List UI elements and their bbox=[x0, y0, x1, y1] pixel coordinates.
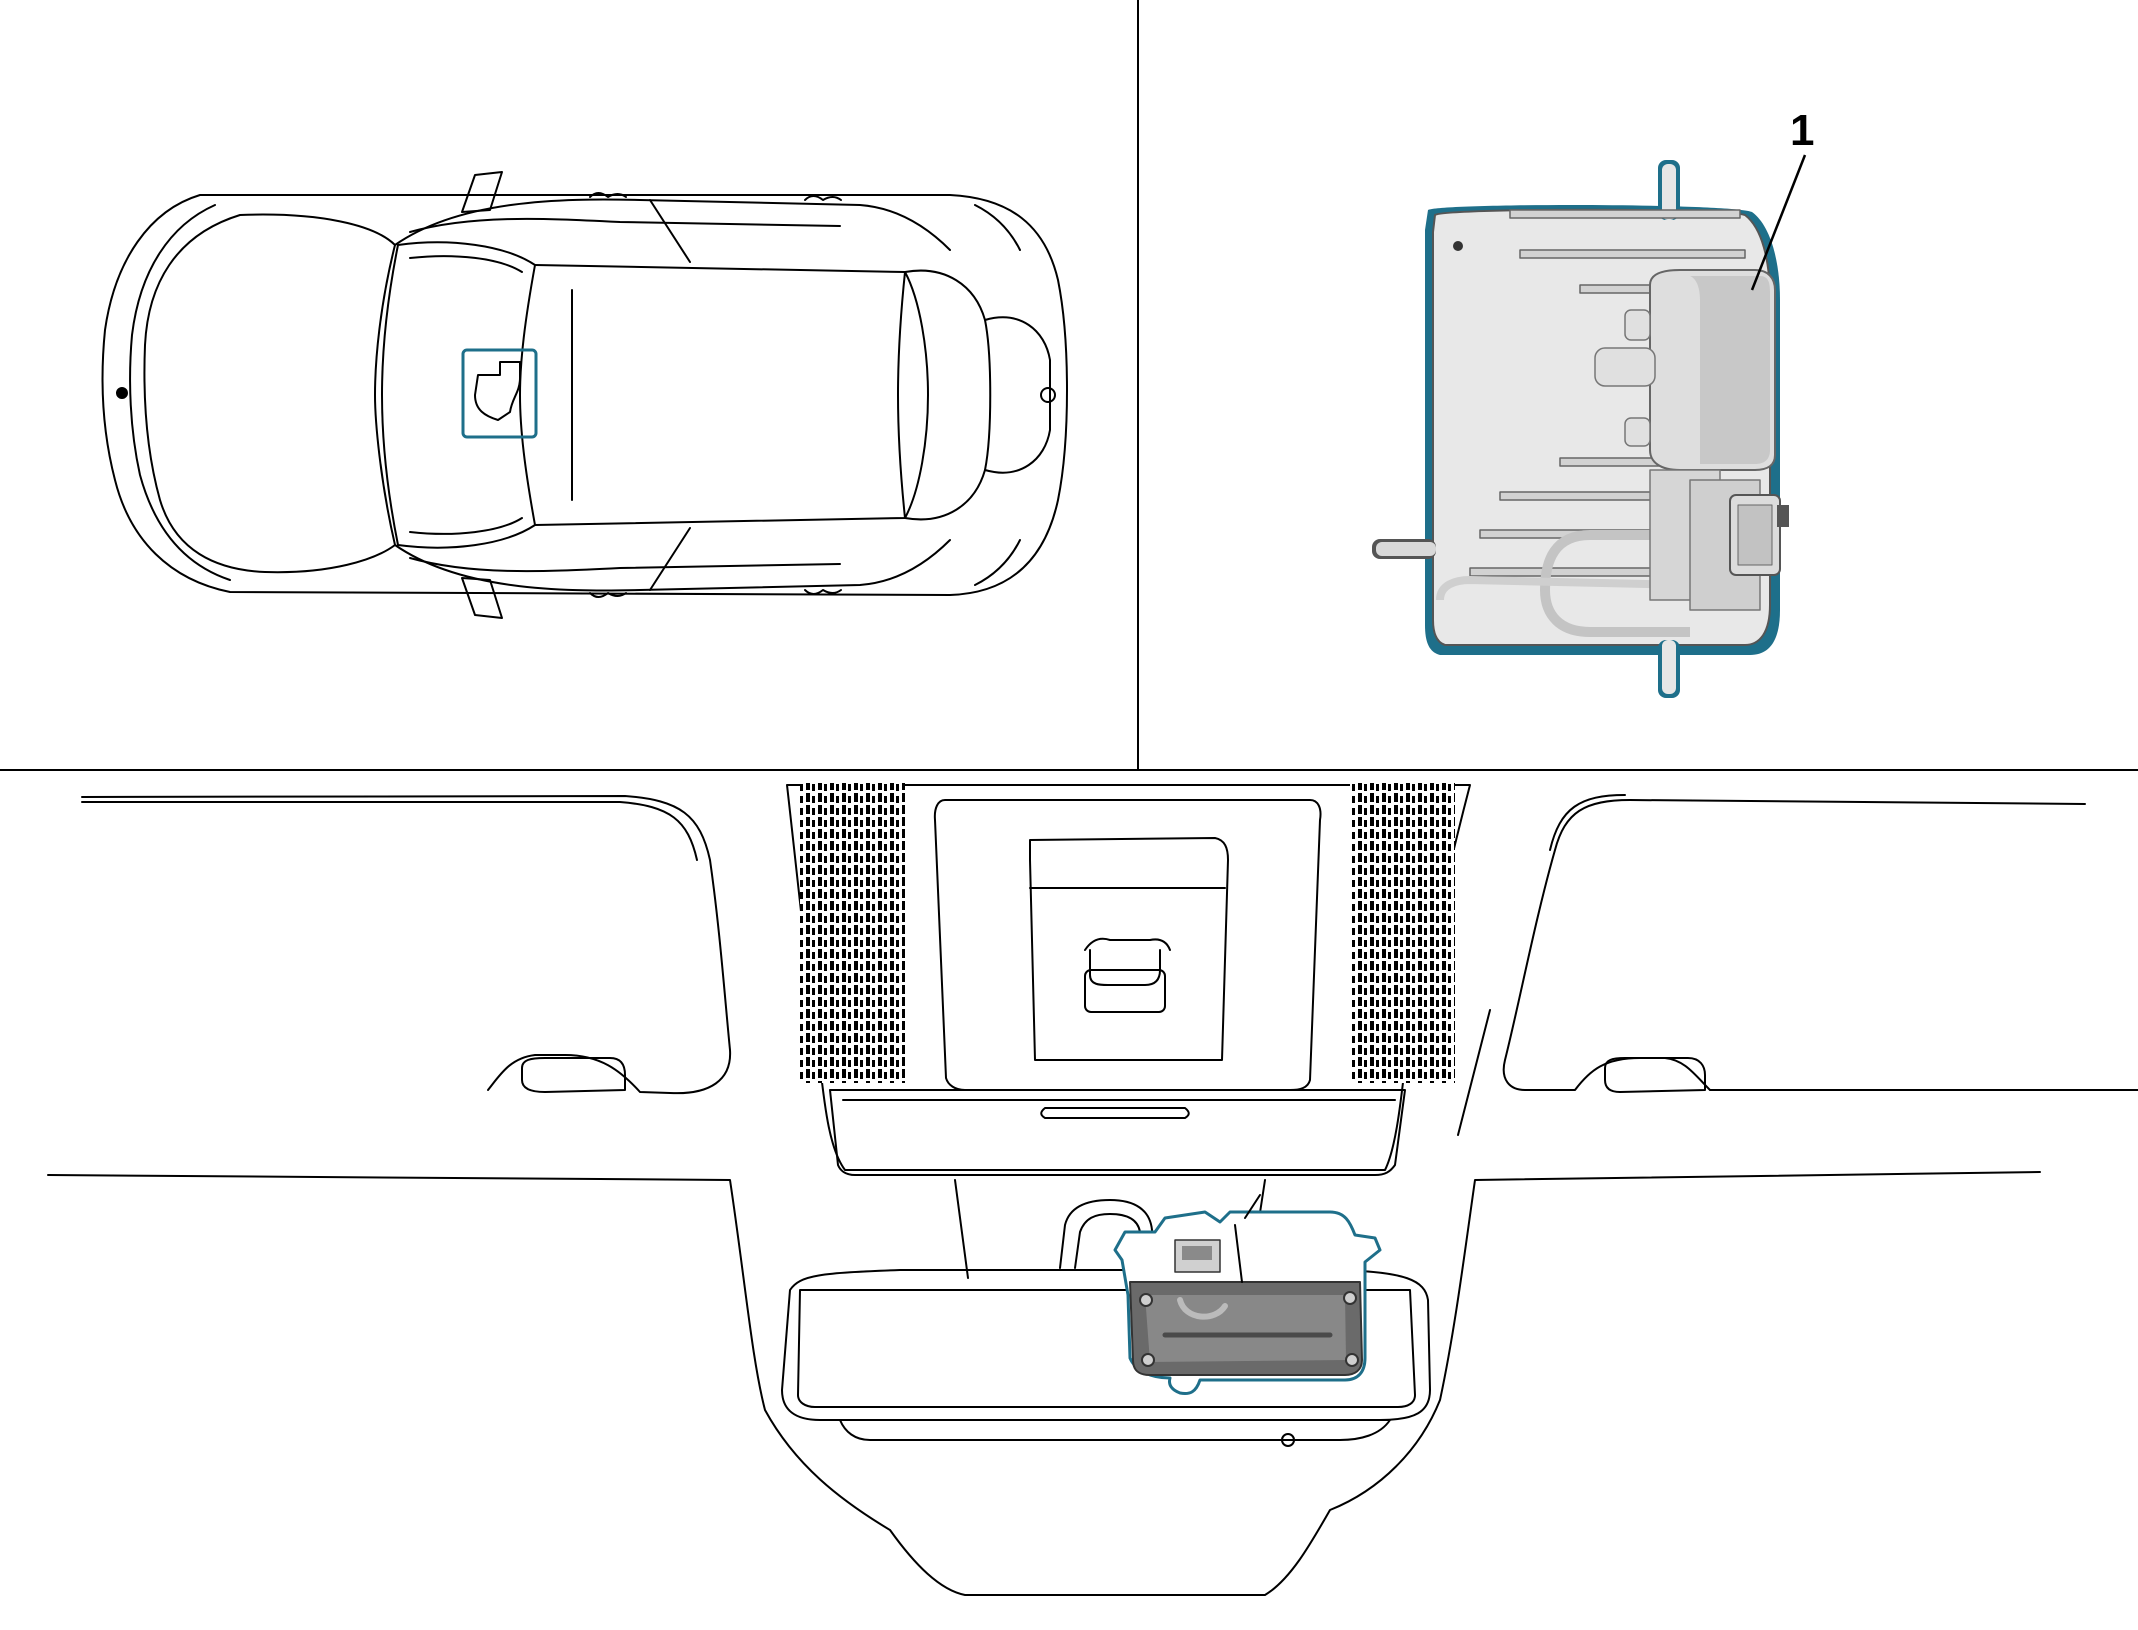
right-mirror bbox=[461, 577, 503, 619]
right-speaker-grille bbox=[1350, 783, 1455, 1083]
left-speaker-grille bbox=[800, 783, 905, 1083]
panel-dividers bbox=[0, 0, 2138, 771]
rearview-mirror bbox=[781, 1269, 1431, 1421]
hood bbox=[143, 213, 396, 574]
component-detail: 1 bbox=[1372, 106, 1814, 698]
rear-emblem bbox=[1040, 387, 1056, 403]
right-headliner-edge bbox=[1502, 799, 2138, 1091]
callout-label-1: 1 bbox=[1790, 106, 1814, 155]
map-light-housing bbox=[933, 799, 1322, 1091]
rear-window bbox=[897, 269, 992, 521]
sensor-clip bbox=[1089, 949, 1161, 986]
left-mirror bbox=[461, 171, 503, 213]
callout-leader-1 bbox=[1750, 154, 1807, 291]
location-highlight-box bbox=[461, 348, 538, 439]
left-headliner-edge bbox=[81, 795, 732, 1095]
vehicle-top-view bbox=[101, 171, 1068, 619]
left-visor-clip bbox=[521, 1057, 626, 1093]
mirror-bracket bbox=[1059, 1199, 1156, 1269]
roof bbox=[534, 264, 929, 526]
windshield bbox=[381, 241, 536, 549]
right-visor-clip bbox=[1604, 1057, 1706, 1093]
wire-loop bbox=[1540, 530, 1690, 637]
car-body-outline bbox=[101, 194, 1068, 596]
installation-view bbox=[47, 783, 2138, 1596]
front-emblem bbox=[116, 387, 128, 399]
